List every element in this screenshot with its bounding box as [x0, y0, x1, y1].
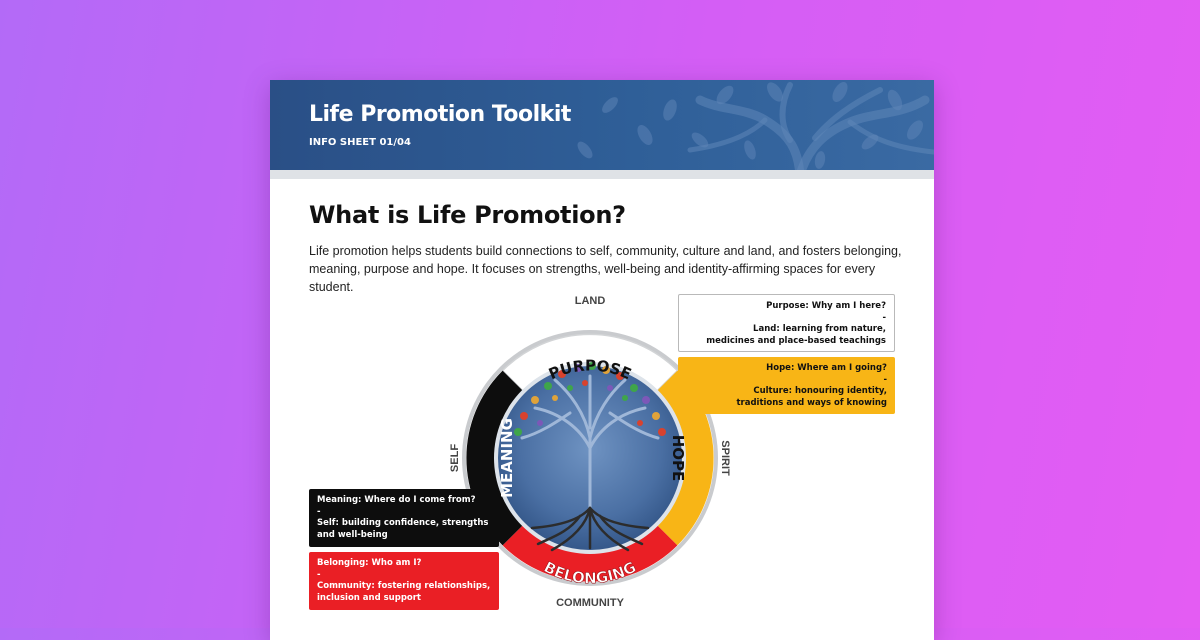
meaning-callout: Meaning: Where do I come from? - Self: b… — [309, 489, 499, 547]
meaning-label: MEANING — [498, 418, 516, 498]
info-sheet: Life Promotion Toolkit INFO SHEET 01/04 … — [270, 80, 934, 640]
tree-of-life-icon — [514, 362, 666, 552]
meaning-dash: - — [317, 506, 321, 517]
purpose-dash: - — [882, 312, 886, 323]
intro-paragraph: Life promotion helps students build conn… — [309, 244, 902, 294]
hope-callout: Hope: Where am I going? - Culture: honou… — [678, 357, 895, 414]
purpose-callout: Purpose: Why am I here? - Land: learning… — [678, 294, 895, 352]
meaning-question: Meaning: Where do I come from? — [317, 495, 476, 505]
belonging-callout: Belonging: Who am I? - Community: foster… — [309, 552, 499, 610]
land-label: LAND — [575, 295, 606, 307]
belonging-question: Belonging: Who am I? — [317, 558, 422, 568]
toolkit-title: Life Promotion Toolkit — [309, 102, 571, 127]
tree-watermark-icon — [577, 82, 934, 170]
belonging-dash: - — [317, 569, 321, 580]
hope-line-2: traditions and ways of knowing — [736, 397, 887, 408]
purpose-line-2: medicines and place-based teachings — [706, 335, 886, 346]
life-promotion-wheel: PURPOSE BELONGING HOPE MEANING LAND COMM… — [449, 295, 731, 609]
purpose-question: Purpose: Why am I here? — [766, 301, 886, 311]
meaning-line-2: and well-being — [317, 529, 388, 540]
hope-label: HOPE — [669, 435, 687, 482]
info-sheet-number: INFO SHEET 01/04 — [309, 137, 411, 148]
hope-line-1: Culture: honouring identity, — [753, 386, 887, 396]
purpose-line-1: Land: learning from nature, — [753, 324, 886, 334]
belonging-line-2: inclusion and support — [317, 592, 421, 603]
self-label: SELF — [449, 444, 461, 472]
community-label: COMMUNITY — [556, 597, 624, 609]
belonging-line-1: Community: fostering relationships, — [317, 581, 491, 591]
hope-dash: - — [883, 374, 887, 385]
spirit-label: SPIRIT — [719, 440, 731, 476]
meaning-line-1: Self: building confidence, strengths — [317, 518, 489, 528]
header-divider — [270, 170, 934, 179]
hope-question: Hope: Where am I going? — [766, 363, 887, 373]
header-banner: Life Promotion Toolkit INFO SHEET 01/04 — [270, 80, 934, 170]
page-title: What is Life Promotion? — [309, 201, 626, 229]
